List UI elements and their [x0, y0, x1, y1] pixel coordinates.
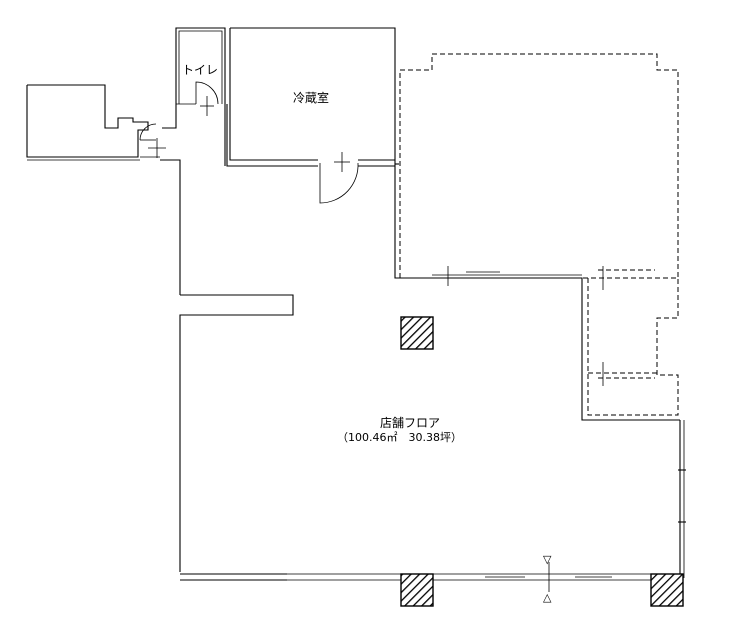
store-right-boundary [394, 160, 680, 421]
column-bottom-right [650, 573, 684, 607]
toilet-room [175, 27, 226, 116]
store-area-label: （100.46㎡ 30.38坪） [337, 431, 462, 444]
corridor [139, 104, 294, 572]
dashed-area-upper [399, 53, 679, 279]
cold-storage-label: 冷蔵室 [293, 90, 329, 105]
right-glass-wall [678, 420, 686, 578]
entrance-marker-bottom: △ [543, 591, 552, 604]
left-annex [26, 84, 149, 161]
toilet-label: トイレ [182, 63, 218, 77]
store-floor-label: 店舗フロア [380, 416, 440, 430]
column-bottom-left [400, 573, 434, 607]
storefront-bottom [180, 562, 680, 592]
column-center [400, 316, 434, 350]
cold-storage-room [226, 27, 396, 204]
entrance-marker-top: ▽ [543, 553, 552, 566]
